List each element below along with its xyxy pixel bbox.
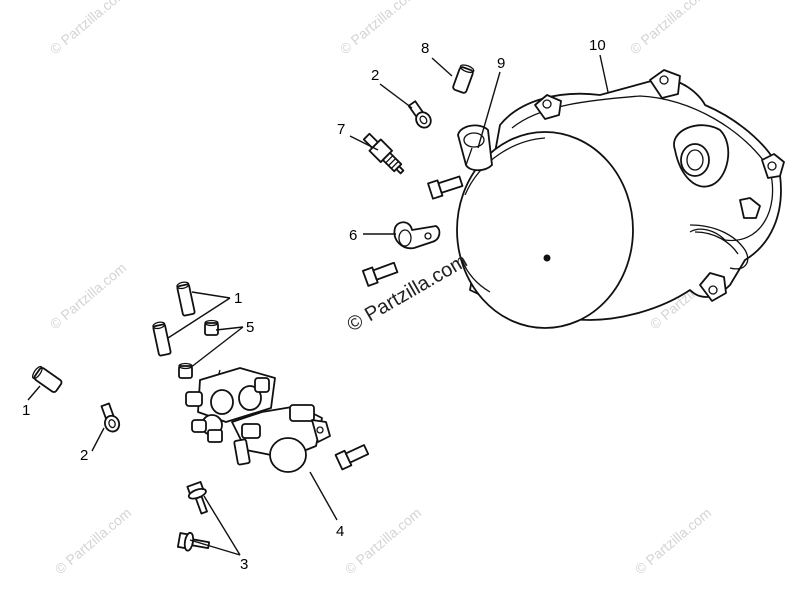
bolt [361,261,399,287]
callout-2-lower: 2 [80,447,88,464]
clamp-part-9 [457,124,493,172]
watermark-center: © Partzilla.com [344,250,472,336]
bolt [334,444,370,471]
fitting-part-2-lower [100,402,121,433]
watermark: © Partzilla.com [337,0,420,57]
callout-9: 9 [497,55,505,72]
sleeve-part-1 [176,281,196,317]
watermark: © Partzilla.com [52,504,135,577]
callout-3: 3 [240,556,248,573]
watermark: © Partzilla.com [47,0,130,57]
callout-4: 4 [336,523,344,540]
watermark: © Partzilla.com [632,504,715,577]
center-hole-icon [543,254,551,262]
bushing-part-5 [178,319,219,379]
callout-10: 10 [589,37,606,54]
watermark: © Partzilla.com [47,259,130,332]
callout-1-cluster: 1 [234,290,242,307]
fitting-part-2-upper [407,100,432,129]
sleeve-part-1 [152,321,172,357]
watermark: © Partzilla.com [342,504,425,577]
screw-part-3 [176,531,211,552]
bracket-part-6 [393,221,441,250]
valve-block-part-4 [185,367,331,473]
callout-8: 8 [421,40,429,57]
callout-7: 7 [337,121,345,138]
callout-labels: 10 8 9 2 7 6 1 5 1 2 4 3 [22,37,606,573]
screw-part-3 [186,481,208,515]
watermark: © Partzilla.com [627,0,710,57]
callout-2-upper: 2 [371,67,379,84]
housing-cover [456,69,785,329]
sensor-part-7 [362,132,405,175]
leader-lines [27,54,609,556]
callout-1-lower: 1 [22,402,30,419]
callout-6: 6 [349,227,357,244]
sleeve-part-8 [452,64,475,94]
sleeve-part-1-lower [31,365,63,393]
callout-5: 5 [246,319,254,336]
bolt [427,175,464,200]
